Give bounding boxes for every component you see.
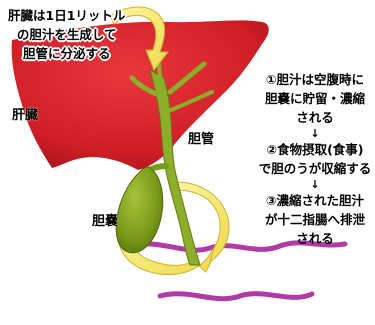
step-line: される (296, 110, 334, 125)
step-line: ②食物摂取(食事) (266, 142, 364, 157)
gallbladder-label: 胆嚢 (92, 214, 119, 229)
down-arrow-icon: ↓ (310, 127, 320, 140)
secretion-arrow (109, 6, 170, 71)
bile-duct (149, 68, 201, 266)
bile-duct-branch-left (129, 75, 165, 99)
step-line: 胆嚢に貯留・濃縮 (264, 91, 365, 106)
bile-duct-label: 胆管 (188, 132, 215, 147)
liver-label: 肝臓 (12, 108, 39, 123)
duodenum-upper (129, 240, 348, 253)
step-3: ③濃縮された胆汁 が十二指腸へ排泄 される (255, 191, 375, 248)
duodenum-lower (157, 291, 315, 302)
liver-shape (11, 20, 269, 170)
step-2: ②食物摂取(食事) で胆のうが収縮する (255, 140, 375, 178)
step-1: ①胆汁は空腹時に 胆嚢に貯留・濃縮 される (255, 70, 375, 127)
step-line: が十二指腸へ排泄 (264, 212, 365, 227)
bile-duct-branch-right (167, 61, 207, 95)
gallbladder-shape (115, 166, 164, 254)
bile-duct-branch-right2 (169, 90, 214, 112)
callout-line: 胆管に分泌する (22, 46, 111, 61)
step-line: ①胆汁は空腹時に (265, 72, 365, 87)
callout-line: 肝臓は1日1リットル (8, 8, 126, 23)
contraction-arrow-right (169, 181, 230, 264)
step-line: ③濃縮された胆汁 (265, 193, 365, 208)
down-arrow-icon: ↓ (310, 178, 320, 191)
step-line: される (296, 231, 334, 246)
step-line: で胆のうが収縮する (258, 161, 372, 176)
callout-line: の胆汁を生成して (16, 27, 117, 42)
liver-callout: 肝臓は1日1リットル の胆汁を生成して 胆管に分泌する (8, 6, 125, 63)
process-steps: ①胆汁は空腹時に 胆嚢に貯留・濃縮 される ↓ ②食物摂取(食事) で胆のうが収… (255, 70, 375, 248)
